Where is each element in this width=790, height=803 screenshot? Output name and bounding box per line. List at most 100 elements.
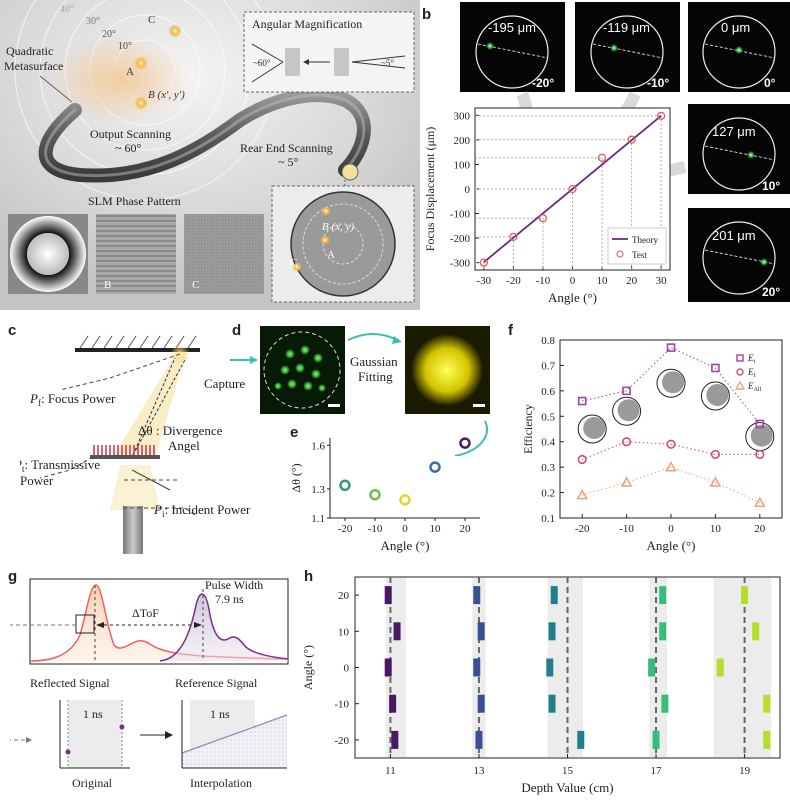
panel-a-illustration: 40° 30° 20° 10° C A B (x', y') Quadratic… [0,0,420,310]
chart-h-ytick-label: 0 [344,663,350,675]
chart-f-xtick-label: 10 [710,523,722,535]
chart-f-point-ef [577,454,587,465]
chart-f-ytick-label: 0.4 [541,437,555,449]
chart-f-xtick-label: -10 [619,523,634,535]
chart-f-legend-label: Et [747,353,756,365]
chart-h-point [550,586,558,605]
chart-b-legend-test-swatch [616,250,624,258]
pf-label: Pf: Focus Power [29,391,116,408]
chart-h-point [763,730,771,749]
chart-b-legend-theory: Theory [632,235,658,245]
spot-angle-0: 0° [764,76,776,90]
spot-value-10: 127 μm [712,124,756,139]
chart-f-point-eall [620,476,633,487]
chart-h-point [741,586,749,605]
metasurface-label: Metasurface [4,59,63,73]
chart-h-point [473,658,481,677]
chart-h-point [548,622,556,641]
rear-point-b: B (x, y) [322,221,354,233]
chart-b-xtick-label: -20 [506,275,521,287]
chart-f-legend-swatch [736,354,744,362]
interpolation-label: Interpolation [190,776,252,790]
chart-e-point [459,437,471,449]
chart-b-legend-test: Test [632,250,647,260]
spot-angle-neg10: -10° [647,76,669,90]
quadratic-label: Quadratic [6,44,53,58]
chart-f-ytick-label: 0.2 [541,488,555,500]
chart-h-band [547,578,583,757]
rear-scanning-range: ~ 5° [278,155,298,169]
panel-label-f: f [508,322,513,339]
chart-b-xtick-label: -10 [536,275,551,287]
chart-h-xtick-label: 19 [739,765,751,777]
chart-b-xtick-label: 0 [570,275,576,287]
chart-b-theory-line [483,115,662,263]
chart-f-point-ef [755,449,765,460]
pt-label-2: Power [20,473,54,488]
chart-b-ytick-label: 300 [454,110,471,122]
chart-f-point-ef [666,439,676,449]
chart-b-ytick-label: -100 [450,209,471,221]
chart-b-legend [607,227,667,265]
chart-h-xtick-label: 11 [385,765,396,777]
chart-h-point [384,658,392,677]
spot-angle-10: 10° [762,179,780,193]
chart-h-xtick-label: 17 [651,765,663,777]
chart-f-profile-inner [662,371,684,394]
chart-b-test-point [479,258,489,267]
reflected-label: Reflected Signal [30,676,110,690]
panel-label-d: d [232,322,242,339]
chart-b-test-point [509,232,518,242]
ns-label-interpolation: 1 ns [210,707,230,721]
point-a-label: A [126,66,134,78]
chart-e-ytick-label: 1.3 [311,484,325,496]
chart-e-xtick-label: 0 [402,523,408,535]
chart-f-series-line [582,347,761,425]
panel-label-b: b [422,6,432,23]
chart-h-ylabel: Angle (°) [301,645,315,690]
chart-h-point [659,586,667,605]
output-scanning-range: ~ 60° [115,141,141,155]
chart-f-ytick-label: 0.3 [541,462,555,474]
pulse-width-value: 7.9 ns [215,592,244,606]
chart-b-test-point [656,111,666,121]
tof-label: ΔToF [132,606,159,620]
spot-value-20: 201 μm [712,228,756,243]
chart-e-xtick-label: 20 [460,523,472,535]
chart-f-point-eall [709,476,722,487]
output-scanning-label: Output Scanning [90,127,171,141]
chart-f-point-eall [665,461,677,472]
chart-e-point [369,488,381,501]
chart-h-point [577,730,585,749]
chart-h-xtick-label: 15 [562,765,574,777]
chart-b-test-point [538,214,548,223]
reference-label: Reference Signal [175,676,258,690]
chart-f-xlabel: Angle (°) [647,538,696,553]
chart-b-ylabel: Focus Displacement (μm) [423,127,437,251]
chart-h-point [763,694,771,713]
chart-f-ytick-label: 0.1 [541,513,555,525]
chart-f-point-et [666,343,676,352]
chart-h-point [393,622,401,641]
angle-label-30: 30° [86,16,100,27]
chart-b-ytick-label: -200 [450,233,471,245]
chart-h-xlabel: Depth Value (cm) [521,780,613,795]
spot-value-neg20: -195 μm [488,20,536,35]
divergence-label-2: Angel [168,438,200,453]
chart-h-point [548,694,556,713]
slm-label-c: C [192,279,199,291]
spot-value-0: 0 μm [721,20,750,35]
panel-d-illustration: Gaussian Fitting [230,326,490,456]
slm-title: SLM Phase Pattern [88,194,181,208]
chart-e-ytick-label: 1.6 [311,440,325,452]
spot-angle-neg20: -20° [532,76,554,90]
chart-b-xtick-label: 30 [656,275,668,287]
chart-f-point-et [622,386,631,396]
chart-f-xtick-label: 20 [754,523,766,535]
inset-left-angle: ~60° [253,58,271,68]
chart-f-point-eall [753,496,766,508]
chart-h-point [389,694,397,713]
inset-right-angle: ~5° [381,58,394,68]
rear-scanning-label: Rear End Scanning [240,141,333,155]
chart-f-profile-inner [750,424,773,447]
